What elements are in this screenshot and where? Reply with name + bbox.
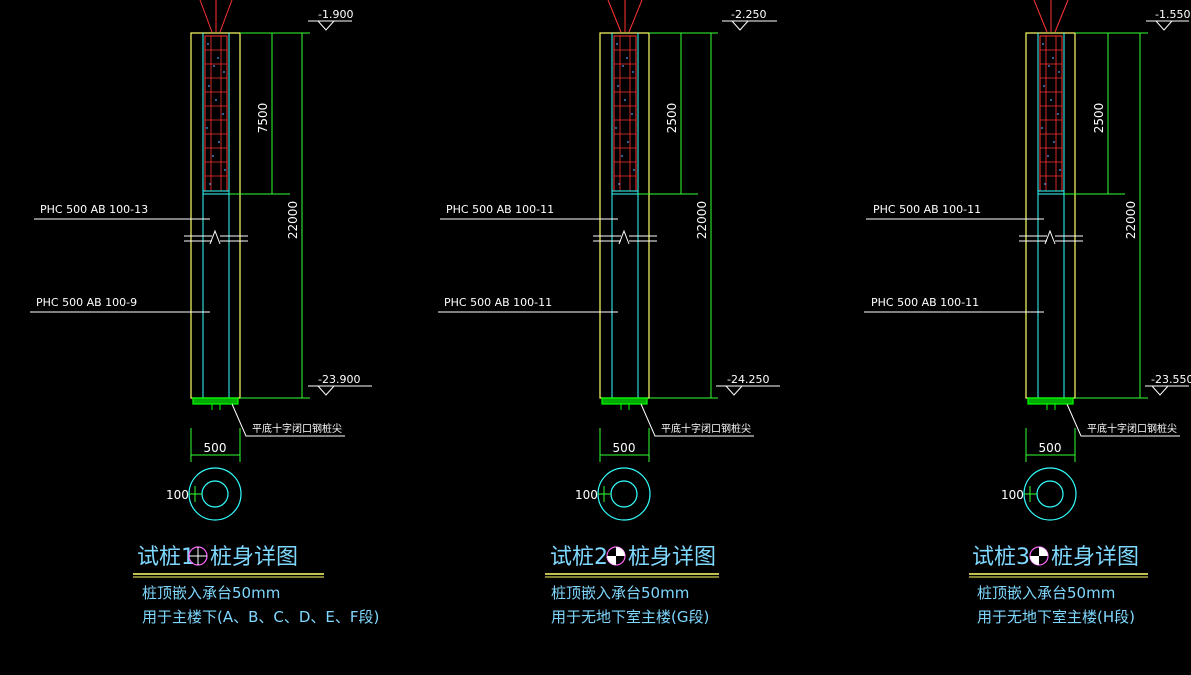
pile-3-diameter: 500 (1039, 441, 1062, 455)
pile-2-fill-depth: 2500 (665, 103, 679, 134)
pile-2-upper-section-label: PHC 500 AB 100-11 (446, 203, 554, 216)
pile-3-tip-note: 平底十字闭口钢桩尖 (1087, 422, 1177, 435)
pile-3-section-symbol-icon (1029, 546, 1049, 566)
pile-3-total-length: 22000 (1124, 201, 1138, 239)
pile-1-total-length: 22000 (286, 201, 300, 239)
pile-2-bottom-elevation-marker (716, 385, 780, 396)
pile-3-bottom-elevation-marker (1145, 385, 1189, 396)
pile-1-section-symbol-icon (188, 546, 208, 566)
pile-1-title-prefix: 试桩1 (137, 545, 195, 570)
pile-1-bottom-elevation-marker (308, 385, 372, 396)
pile-detail-3: 2500 22000 -1.550 -23.550 PHC 500 AB 100… (864, 0, 1191, 626)
pile-2-tip-note: 平底十字闭口钢桩尖 (661, 422, 751, 435)
pile-1-wall-thickness: 100 (166, 488, 189, 502)
pile-3-top-elevation-marker (1146, 20, 1189, 31)
pile-detail-1: 7500 22000 -1.900 -23.900 PHC 500 AB 100… (30, 0, 379, 626)
pile-1-lower-section-label: PHC 500 AB 100-9 (36, 296, 137, 309)
pile-2-diameter: 500 (613, 441, 636, 455)
pile-3-fill-depth: 2500 (1092, 103, 1106, 134)
pile-1-fill-depth: 7500 (256, 103, 270, 134)
pile-2-top-elevation-marker (722, 20, 777, 31)
pile-3-note-line-1: 桩顶嵌入承台50mm (977, 584, 1115, 602)
pile-2-lower-section-label: PHC 500 AB 100-11 (444, 296, 552, 309)
pile-1-note-line-1: 桩顶嵌入承台50mm (142, 584, 280, 602)
pile-2-section-symbol-icon (606, 546, 626, 566)
pile-1-bottom-elevation: -23.900 (318, 373, 360, 386)
pile-2-title-suffix: 桩身详图 (628, 545, 716, 570)
pile-3-wall-thickness: 100 (1001, 488, 1024, 502)
pile-2-top-elevation: -2.250 (731, 8, 766, 21)
pile-3-body (1019, 0, 1083, 410)
pile-1-diameter: 500 (204, 441, 227, 455)
pile-1-note-line-2: 用于主楼下(A、B、C、D、E、F段) (142, 608, 379, 626)
pile-2-title-prefix: 试桩2 (550, 545, 608, 570)
pile-3-dimension-lines (1064, 32, 1148, 399)
pile-1-dimension-lines (229, 32, 310, 399)
pile-2-total-length: 22000 (695, 201, 709, 239)
pile-3-top-elevation: -1.550 (1155, 8, 1190, 21)
pile-1-top-elevation-marker (308, 20, 352, 31)
pile-2-bottom-elevation: -24.250 (727, 373, 769, 386)
pile-2-wall-thickness: 100 (575, 488, 598, 502)
pile-1-upper-section-label: PHC 500 AB 100-13 (40, 203, 148, 216)
pile-1-title-suffix: 桩身详图 (210, 545, 298, 570)
pile-3-title-prefix: 试桩3 (972, 545, 1030, 570)
pile-2-note-line-1: 桩顶嵌入承台50mm (551, 584, 689, 602)
pile-detail-2: 2500 22000 -2.250 -24.250 PHC 500 AB 100… (438, 0, 780, 626)
pile-3-lower-section-label: PHC 500 AB 100-11 (871, 296, 979, 309)
pile-2-note-line-2: 用于无地下室主楼(G段) (551, 608, 709, 626)
pile-1-top-elevation: -1.900 (318, 8, 353, 21)
pile-1-body (184, 0, 248, 410)
pile-3-title-suffix: 桩身详图 (1051, 545, 1139, 570)
pile-3-upper-section-label: PHC 500 AB 100-11 (873, 203, 981, 216)
pile-3-bottom-elevation: -23.550 (1151, 373, 1191, 386)
pile-1-tip-note: 平底十字闭口钢桩尖 (252, 422, 342, 435)
pile-2-body (593, 0, 657, 410)
pile-3-note-line-2: 用于无地下室主楼(H段) (977, 608, 1135, 626)
pile-2-dimension-lines (638, 32, 718, 399)
